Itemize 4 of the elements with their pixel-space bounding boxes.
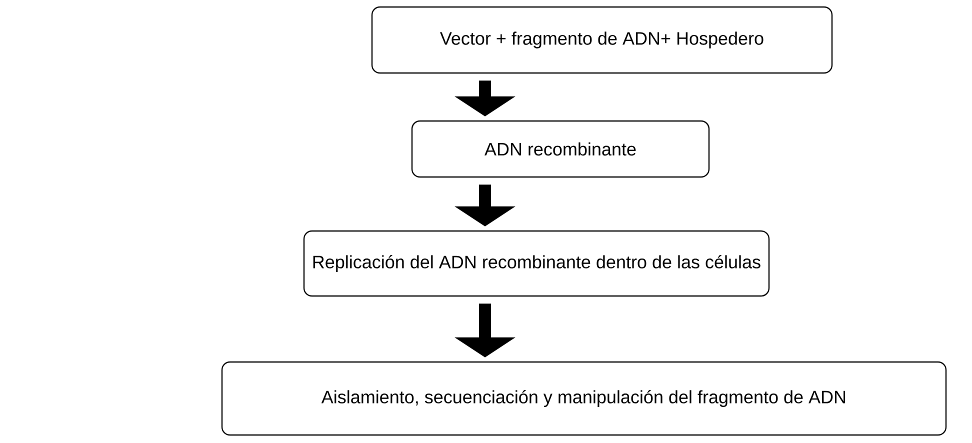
process-box: Aislamiento, secuenciación y manipulación del fragmento de ADN	[221, 361, 947, 436]
process-box: Vector + fragmento de ADN+ Hospedero	[371, 6, 833, 74]
process-box: ADN recombinante	[411, 120, 710, 178]
process-box: Replicación del ADN recombinante dentro de las células	[303, 230, 770, 297]
